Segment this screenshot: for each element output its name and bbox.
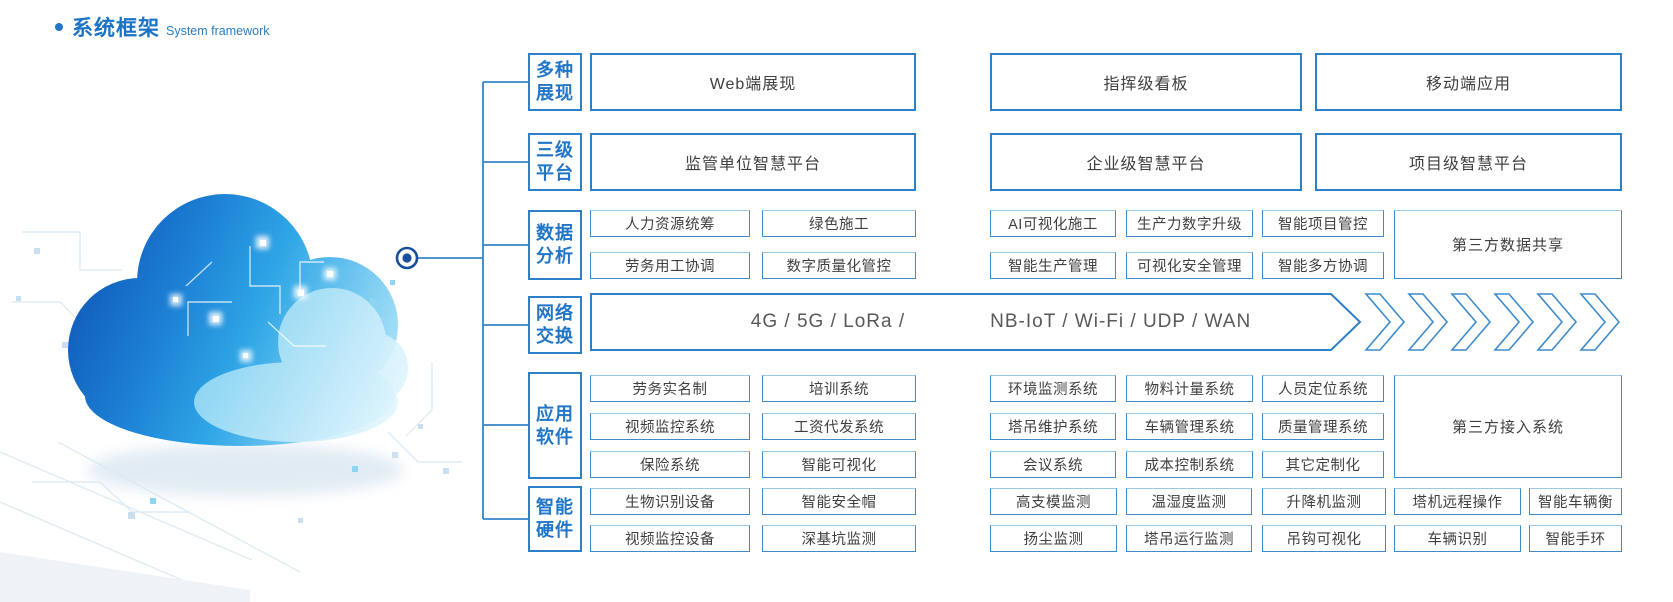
app-software-box: 培训系统 [762, 375, 916, 402]
flow-chevron-icons [1364, 293, 1621, 351]
data-analysis-box: 智能多方协调 [1262, 252, 1384, 279]
data-analysis-box: 人力资源统筹 [590, 210, 750, 237]
data-analysis-box: 智能项目管控 [1262, 210, 1384, 237]
app-software-box: 人员定位系统 [1262, 375, 1384, 402]
data-analysis-box: 可视化安全管理 [1126, 252, 1253, 279]
app-software-box: 塔吊维护系统 [990, 413, 1116, 440]
box-project-platform: 项目级智慧平台 [1315, 133, 1622, 191]
network-protocols-right: NB-IoT / Wi-Fi / UDP / WAN [990, 311, 1252, 332]
box-third-party-access: 第三方接入系统 [1394, 375, 1622, 478]
smart-hardware-box: 扬尘监测 [990, 525, 1117, 552]
data-analysis-box: 劳务用工协调 [590, 252, 750, 279]
app-software-box: 劳务实名制 [590, 375, 750, 402]
page-title: 系统框架 System framework [55, 12, 270, 42]
smart-hardware-box: 车辆识别 [1394, 525, 1521, 552]
category-smart-hardware: 智能硬件 [528, 486, 582, 552]
category-three-level-platform: 三级平台 [528, 133, 582, 191]
app-software-box: 质量管理系统 [1262, 413, 1384, 440]
box-third-party-data-sharing: 第三方数据共享 [1394, 210, 1622, 279]
app-software-box: 成本控制系统 [1126, 451, 1253, 478]
smart-hardware-box: 智能车辆衡 [1529, 488, 1622, 515]
app-software-box: 物料计量系统 [1126, 375, 1253, 402]
smart-hardware-box: 吊钩可视化 [1262, 525, 1386, 552]
category-application-software: 应用软件 [528, 372, 582, 479]
data-analysis-box: 生产力数字升级 [1126, 210, 1253, 237]
smart-hardware-box: 智能安全帽 [762, 488, 916, 515]
box-enterprise-platform: 企业级智慧平台 [990, 133, 1302, 191]
smart-hardware-box: 生物识别设备 [590, 488, 750, 515]
box-regulator-platform: 监管单位智慧平台 [590, 133, 916, 191]
bullet-icon [55, 23, 63, 31]
network-bar-text: 4G / 5G / LoRa / NB-IoT / Wi-Fi / UDP / … [591, 294, 1331, 350]
app-software-box: 其它定制化 [1262, 451, 1384, 478]
data-analysis-box: 智能生产管理 [990, 252, 1116, 279]
chevron-right-icon [1579, 293, 1621, 351]
box-mobile-app: 移动端应用 [1315, 53, 1622, 111]
box-web-display: Web端展现 [590, 53, 916, 111]
app-software-box: 视频监控系统 [590, 413, 750, 440]
data-analysis-box: 绿色施工 [762, 210, 916, 237]
category-data-analysis: 数据分析 [528, 210, 582, 280]
smart-hardware-box: 视频监控设备 [590, 525, 750, 552]
app-software-box: 环境监测系统 [990, 375, 1116, 402]
chevron-right-icon [1450, 293, 1492, 351]
app-software-box: 智能可视化 [762, 451, 916, 478]
chevron-right-icon [1536, 293, 1578, 351]
app-software-box: 会议系统 [990, 451, 1116, 478]
cloud-node-icon [395, 246, 419, 270]
box-command-dashboard: 指挥级看板 [990, 53, 1302, 111]
chevron-right-icon [1407, 293, 1449, 351]
app-software-box: 工资代发系统 [762, 413, 916, 440]
smart-hardware-box: 塔吊运行监测 [1126, 525, 1252, 552]
smart-hardware-box: 塔机远程操作 [1394, 488, 1521, 515]
network-protocols-left: 4G / 5G / LoRa / [750, 311, 906, 332]
data-analysis-box: 数字质量化管控 [762, 252, 916, 279]
smart-hardware-box: 深基坑监测 [762, 525, 916, 552]
chevron-right-icon [1364, 293, 1406, 351]
category-network-exchange: 网络交换 [528, 296, 582, 354]
app-software-box: 车辆管理系统 [1126, 413, 1253, 440]
page-title-en: System framework [166, 24, 270, 38]
smart-hardware-box: 高支模监测 [990, 488, 1117, 515]
smart-hardware-box: 温湿度监测 [1126, 488, 1252, 515]
data-analysis-box: AI可视化施工 [990, 210, 1116, 237]
smart-hardware-box: 智能手环 [1529, 525, 1622, 552]
page-title-zh: 系统框架 [72, 17, 160, 40]
cloud-illustration [0, 194, 462, 602]
app-software-box: 保险系统 [590, 451, 750, 478]
chevron-right-icon [1493, 293, 1535, 351]
category-multi-display: 多种展现 [528, 53, 582, 111]
smart-hardware-box: 升降机监测 [1262, 488, 1386, 515]
